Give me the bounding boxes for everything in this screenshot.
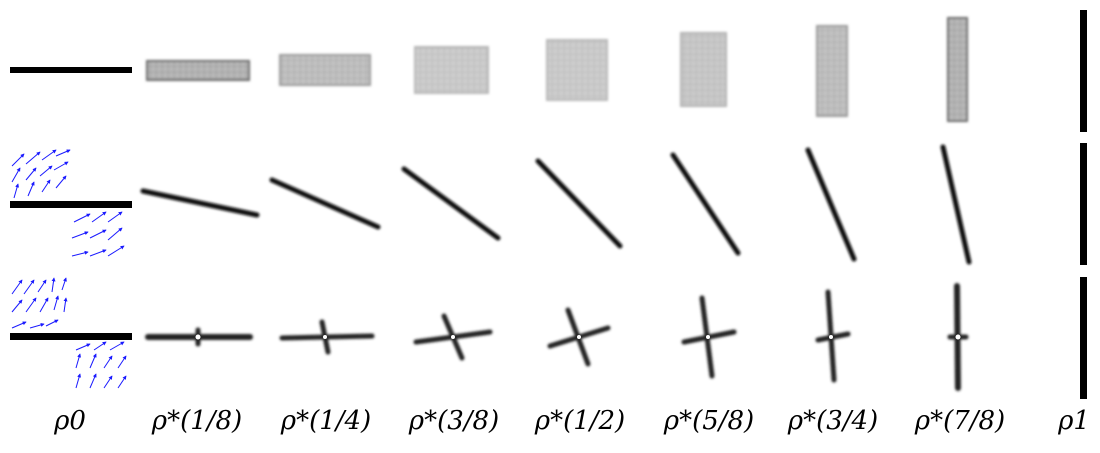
row3-arrow-field-lower (75, 341, 127, 389)
row2-line-7 (940, 144, 972, 265)
row2-arrow-field-lower (71, 211, 125, 257)
row-1 (10, 10, 1087, 132)
row2-rho0-bar (10, 201, 132, 208)
row1-rect-7 (947, 17, 968, 122)
row1-rect-2 (279, 54, 371, 86)
row-3 (10, 277, 1087, 399)
row3-arrow-field-upper (11, 277, 68, 329)
label-rho-star-1-4: ρ*(1/4) (280, 406, 372, 436)
row1-rect-6 (816, 25, 848, 117)
label-rho-star-3-4: ρ*(3/4) (787, 406, 879, 436)
row-2 (10, 143, 1087, 265)
label-rho-star-3-8: ρ*(3/8) (408, 406, 500, 436)
label-rho0: ρ0 (54, 406, 86, 436)
row2-arrow-field-upper (11, 149, 71, 199)
row2-line-5 (670, 152, 741, 256)
row1-rect-4 (546, 39, 608, 101)
label-rho-star-7-8: ρ*(7/8) (914, 406, 1006, 436)
row1-rho1-bar (1080, 10, 1087, 132)
row3-rho1-bar (1080, 277, 1087, 399)
label-rho1: ρ1 (1058, 406, 1090, 436)
label-rho-star-5-8: ρ*(5/8) (663, 406, 755, 436)
row2-line-3 (401, 166, 501, 241)
row3-rho0-bar (10, 333, 132, 340)
row3-cross-6 (815, 289, 851, 383)
label-rho-star-1-8: ρ*(1/8) (151, 406, 243, 436)
row1-rect-1 (146, 60, 250, 81)
row2-line-1 (140, 188, 260, 218)
row2-line-4 (535, 158, 623, 249)
row1-rect-3 (414, 46, 489, 94)
label-rho-star-1-2: ρ*(1/2) (534, 406, 626, 436)
row1-rect-5 (680, 32, 727, 107)
row2-line-6 (805, 147, 857, 262)
row1-rho0-bar (10, 67, 132, 73)
row2-line-2 (269, 177, 381, 230)
row2-rho1-bar (1080, 143, 1087, 265)
